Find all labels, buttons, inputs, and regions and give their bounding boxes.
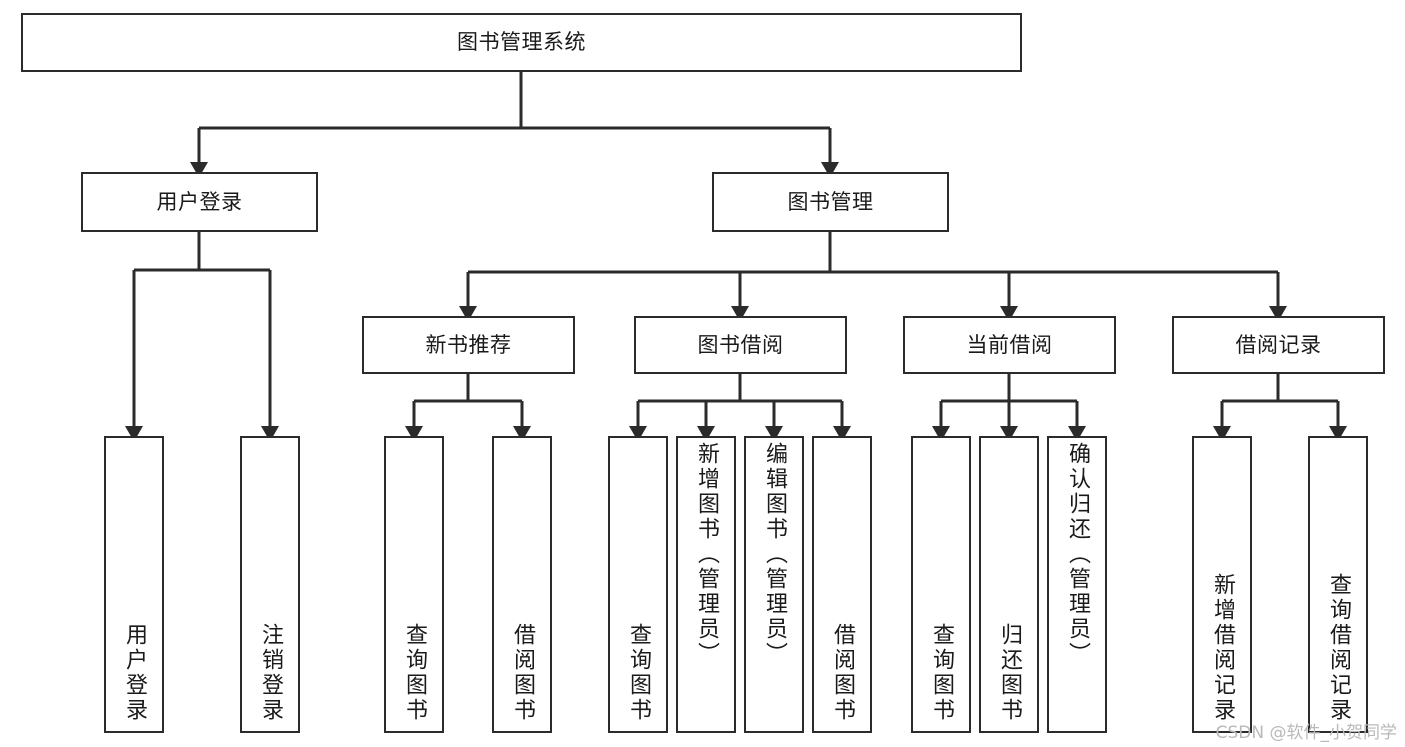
node-leaf-return-book[interactable]: 归还图书 xyxy=(979,436,1039,733)
node-leaf-edit-book-label: 编辑图书（管理员） xyxy=(761,442,787,667)
node-leaf-add-book-label: 新增图书（管理员） xyxy=(693,442,719,667)
node-leaf-edit-book[interactable]: 编辑图书（管理员） xyxy=(744,436,804,733)
node-leaf-borrow-book-2[interactable]: 借阅图书 xyxy=(812,436,872,733)
node-leaf-add-record[interactable]: 新增借阅记录 xyxy=(1192,436,1252,733)
node-leaf-query-book-3[interactable]: 查询图书 xyxy=(911,436,971,733)
node-leaf-logout-label: 注销登录 xyxy=(257,623,283,723)
node-leaf-return-book-label: 归还图书 xyxy=(996,623,1022,723)
node-leaf-confirm-return-label: 确认归还（管理员） xyxy=(1064,442,1090,667)
node-book-borrow-label: 图书借阅 xyxy=(697,332,784,357)
node-leaf-user-login[interactable]: 用户登录 xyxy=(104,436,164,733)
node-book-manage-label: 图书管理 xyxy=(787,189,874,214)
node-leaf-query-book-1-label: 查询图书 xyxy=(401,623,427,723)
node-current-borrow-label: 当前借阅 xyxy=(966,332,1053,357)
node-leaf-query-book-2-label: 查询图书 xyxy=(625,623,651,723)
node-leaf-query-book-2[interactable]: 查询图书 xyxy=(608,436,668,733)
node-root-label: 图书管理系统 xyxy=(457,30,586,55)
node-user-login[interactable]: 用户登录 xyxy=(81,172,318,232)
node-leaf-borrow-book-1-label: 借阅图书 xyxy=(509,623,535,723)
node-leaf-query-book-3-label: 查询图书 xyxy=(928,623,954,723)
node-leaf-confirm-return[interactable]: 确认归还（管理员） xyxy=(1047,436,1107,733)
node-leaf-borrow-book-1[interactable]: 借阅图书 xyxy=(492,436,552,733)
node-new-book-recommend-label: 新书推荐 xyxy=(425,332,512,357)
node-new-book-recommend[interactable]: 新书推荐 xyxy=(362,316,575,374)
node-leaf-logout[interactable]: 注销登录 xyxy=(240,436,300,733)
node-leaf-add-record-label: 新增借阅记录 xyxy=(1209,573,1235,723)
node-leaf-query-book-1[interactable]: 查询图书 xyxy=(384,436,444,733)
node-leaf-add-book[interactable]: 新增图书（管理员） xyxy=(676,436,736,733)
node-current-borrow[interactable]: 当前借阅 xyxy=(903,316,1116,374)
node-user-login-label: 用户登录 xyxy=(156,189,243,214)
node-book-borrow[interactable]: 图书借阅 xyxy=(634,316,847,374)
node-leaf-borrow-book-2-label: 借阅图书 xyxy=(829,623,855,723)
node-borrow-record-label: 借阅记录 xyxy=(1235,332,1322,357)
node-book-manage[interactable]: 图书管理 xyxy=(712,172,949,232)
node-root[interactable]: 图书管理系统 xyxy=(21,13,1022,72)
node-borrow-record[interactable]: 借阅记录 xyxy=(1172,316,1385,374)
node-leaf-query-record[interactable]: 查询借阅记录 xyxy=(1308,436,1368,733)
watermark-text: CSDN @软件_小贺同学 xyxy=(1215,723,1397,743)
node-leaf-query-record-label: 查询借阅记录 xyxy=(1325,573,1351,723)
node-leaf-user-login-label: 用户登录 xyxy=(121,623,147,723)
